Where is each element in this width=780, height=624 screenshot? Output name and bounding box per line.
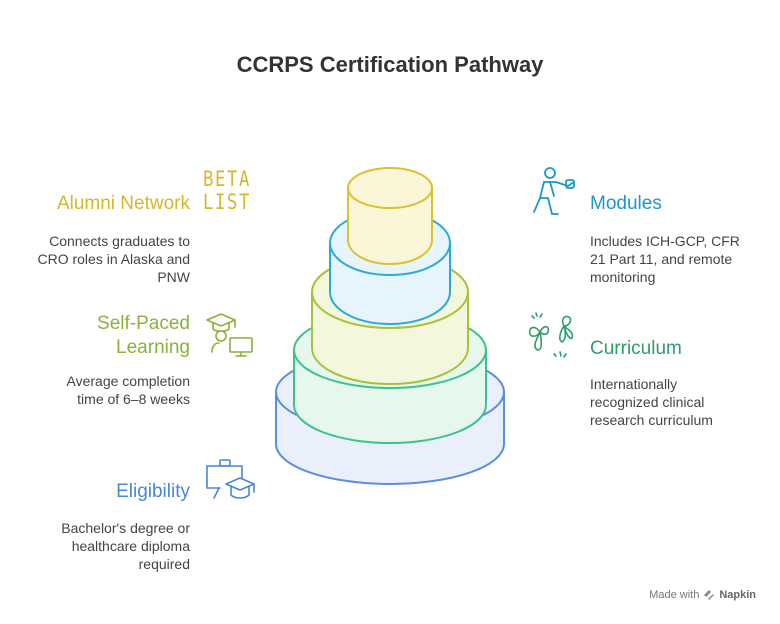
curriculum-description: Internationally recognized clinical rese… bbox=[590, 376, 713, 428]
self-paced-learning-label: Self-Paced Learning bbox=[40, 312, 190, 360]
diploma-graduation-cap-icon bbox=[206, 459, 255, 499]
made-with-napkin-footer[interactable]: Made with Napkin bbox=[649, 589, 756, 601]
napkin-logo-icon bbox=[704, 590, 715, 600]
modules-label: Modules bbox=[590, 193, 662, 214]
betalist-logo-line-1: BETA bbox=[203, 167, 252, 191]
eligibility-label: Eligibility bbox=[116, 481, 190, 502]
tier-alumni bbox=[347, 167, 433, 265]
made-with-text: Made with bbox=[649, 589, 700, 601]
self-paced-label-line-2: Learning bbox=[116, 337, 190, 358]
alumni-network-description: Connects graduates to CRO roles in Alask… bbox=[37, 233, 190, 285]
betalist-logo-line-2: LIST bbox=[203, 190, 252, 214]
curriculum-label: Curriculum bbox=[590, 338, 682, 359]
betalist-logo-icon: BETA LIST bbox=[203, 167, 252, 214]
napkin-brand-text: Napkin bbox=[719, 589, 756, 601]
self-paced-learning-description: Average completion time of 6–8 weeks bbox=[66, 373, 190, 407]
self-paced-label-line-1: Self-Paced bbox=[97, 313, 190, 334]
person-exercising-icon bbox=[533, 167, 575, 215]
eligibility-description: Bachelor's degree or healthcare diploma … bbox=[61, 520, 190, 572]
butterflies-icon bbox=[528, 312, 574, 358]
graduate-computer-icon bbox=[206, 313, 253, 357]
modules-description: Includes ICH-GCP, CFR 21 Part 11, and re… bbox=[590, 233, 740, 285]
diagram-title: CCRPS Certification Pathway bbox=[236, 52, 544, 77]
alumni-network-label: Alumni Network bbox=[56, 193, 190, 214]
